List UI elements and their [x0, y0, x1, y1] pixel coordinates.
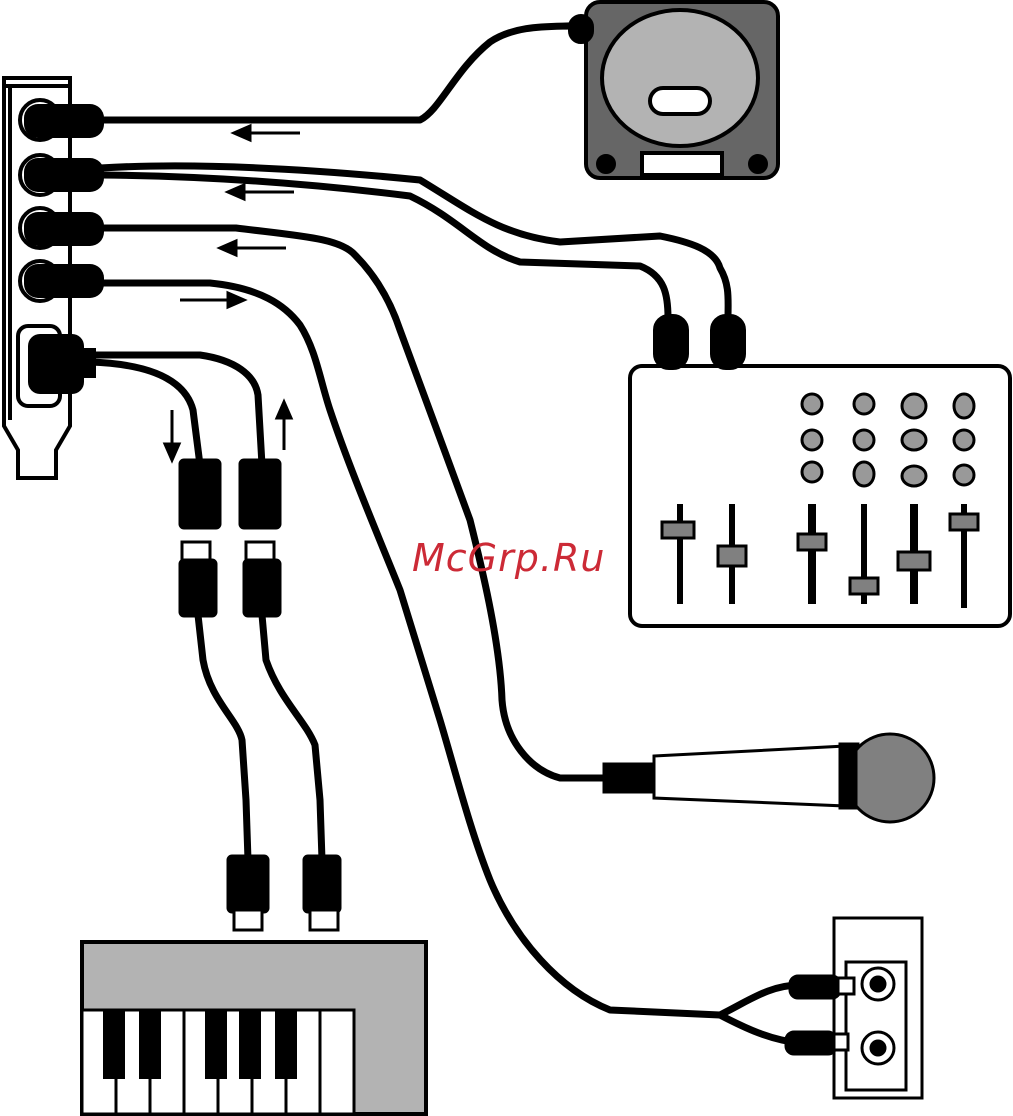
cable-rca: [100, 283, 720, 1015]
cable-speaker: [100, 25, 585, 120]
knob-2-1: [854, 394, 874, 414]
black-key-1: [104, 1010, 124, 1078]
knob-2-3: [854, 462, 874, 486]
plug-speaker-out: [24, 104, 104, 138]
white-key-8: [320, 1010, 354, 1114]
rca-plug-top-tip: [838, 978, 854, 994]
rca-plug-top: [790, 976, 840, 998]
keyboard-plug-right-tip: [310, 910, 338, 930]
speaker: [570, 2, 778, 178]
midi-connectors: [180, 460, 340, 930]
arrow-midi-up-head: [277, 402, 291, 418]
fader-knob-3: [798, 534, 826, 550]
arrow-midi-down-head: [165, 444, 179, 460]
keyboard-plug-left: [228, 856, 268, 912]
knob-3-3: [902, 466, 926, 486]
mixer-input-plug-left: [655, 316, 687, 368]
fader-knob-4: [850, 578, 878, 594]
knob-3-1: [902, 394, 926, 418]
midi-plug-right-bottom: [244, 560, 280, 616]
fader-knob-5: [898, 552, 930, 570]
cable-midi-left: [90, 362, 248, 860]
cable-microphone: [100, 228, 610, 778]
midi-keyboard: [82, 942, 426, 1114]
knob-2-2: [854, 430, 874, 450]
knob-1-2: [802, 430, 822, 450]
plug-mic-in: [24, 264, 104, 298]
arrow-lineout-head: [228, 185, 244, 199]
plug-line-out: [24, 158, 104, 192]
black-key-4: [240, 1010, 260, 1078]
knob-4-2: [954, 430, 974, 450]
knob-1-3: [802, 462, 822, 482]
mic-grille-ring-front: [840, 744, 856, 808]
rca-plug-bottom: [786, 1032, 836, 1054]
black-key-2: [140, 1010, 160, 1078]
cable-mixer-a: [100, 166, 728, 318]
mixer: [630, 316, 1010, 626]
speaker-port: [650, 88, 710, 114]
speaker-label-plate: [642, 153, 722, 175]
arrow-mic-head: [228, 293, 244, 307]
speaker-foot-right: [750, 156, 766, 172]
knob-3-2: [902, 430, 926, 450]
mic-head: [846, 734, 934, 822]
speaker-input-plug: [570, 16, 592, 42]
cable-rca-branch-top: [720, 985, 800, 1015]
mic-connector: [604, 764, 656, 792]
keyboard-plug-right: [304, 856, 340, 912]
midi-plug-left-top: [180, 460, 220, 528]
speaker-cone: [602, 10, 758, 146]
fader-knob-2: [718, 546, 746, 566]
rca-jack-panel: [786, 918, 922, 1098]
mic-handle: [654, 746, 846, 806]
microphone: [604, 734, 934, 822]
rca-plug-bottom-tip: [834, 1034, 848, 1050]
knob-4-1: [954, 394, 974, 418]
mixer-input-plug-right: [712, 316, 744, 368]
midi-plug-left-bottom: [180, 560, 216, 616]
keyboard-plug-left-tip: [234, 910, 262, 930]
fader-knob-6: [950, 514, 978, 530]
arrow-linein-head: [220, 241, 236, 255]
rca-jack-bottom-center: [871, 1041, 885, 1055]
knob-1-1: [802, 394, 822, 414]
black-key-5: [276, 1010, 296, 1078]
arrow-speaker-head: [234, 126, 250, 140]
knob-4-3: [954, 465, 974, 485]
plug-midi-port: [28, 334, 84, 394]
rca-jack-top-center: [871, 977, 885, 991]
black-key-3: [206, 1010, 226, 1078]
plug-line-in: [24, 212, 104, 246]
speaker-foot-left: [598, 156, 614, 172]
fader-knob-1: [662, 522, 694, 538]
midi-plug-right-top: [240, 460, 280, 528]
